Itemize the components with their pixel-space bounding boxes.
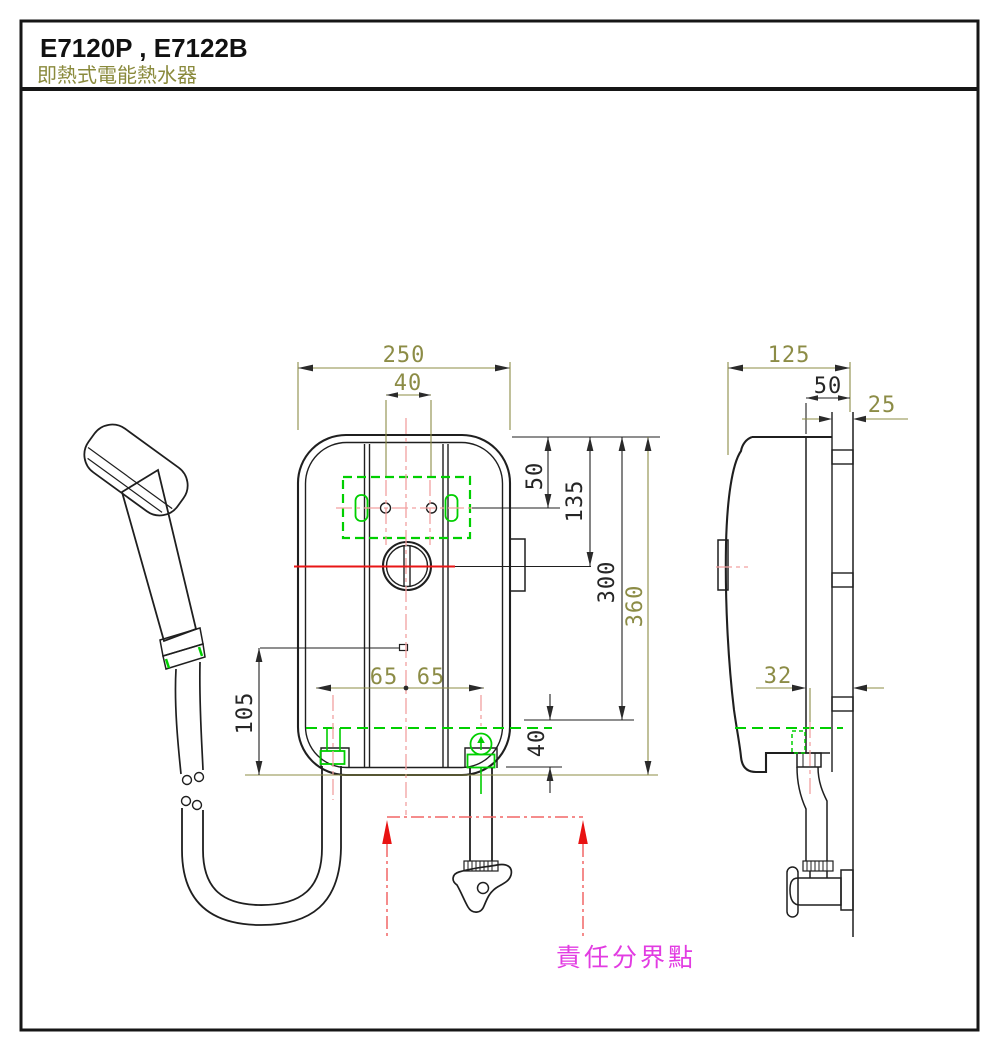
dimensions-front: 250 40 50 135 300 360 [233,343,660,793]
boundary-label: 責任分界點 [556,944,696,972]
dim-top-to-connection: 300 [595,561,620,604]
dim-outlet-offset: 65 [417,665,446,690]
outlet-fitting [466,732,496,794]
dim-body-height: 360 [623,585,648,628]
wall-rail [831,412,854,937]
dim-top-to-holes: 50 [523,462,548,491]
side-pipe-valve [766,752,854,918]
flow-arrow-icon [477,736,485,743]
dim-pipe-offset: 32 [764,664,793,689]
valve-handle [452,863,513,913]
boundary-arrow-right-icon [578,820,588,844]
shower-hose [174,661,342,926]
side-clip [509,538,526,592]
dim-inlet-offset: 65 [370,665,399,690]
dimensions-side: 125 50 25 32 [727,343,908,722]
sheet-border [19,19,980,1032]
shower-handle [83,423,206,670]
heater-body-outline [296,433,512,777]
product-name: 即熱式電能熱水器 [37,64,197,87]
boundary-arrow-left-icon [382,820,392,844]
side-view [716,412,854,937]
stop-valve [452,768,513,913]
side-fitting-green [791,730,806,754]
dim-hose-drop: 105 [233,692,258,735]
valve-lever [786,866,799,918]
model-numbers: E7120P , E7122B [40,33,248,63]
dim-body-width: 250 [383,343,426,368]
dim-body-depth: 125 [768,343,811,368]
dim-rail-width: 25 [868,393,897,418]
side-body-profile [724,436,797,774]
dim-bottom-clearance: 40 [525,729,550,758]
dim-top-to-switch: 135 [563,480,588,523]
indicator-window [398,643,409,652]
centerlines-front [332,418,482,815]
dim-hole-spacing: 40 [394,371,423,396]
title-block: E7120P , E7122B 即熱式電能熱水器 [37,33,248,87]
side-clip-profile [717,539,729,591]
hose-nut-mark-left [164,658,171,669]
dim-bracket-depth: 50 [814,374,843,399]
hose-nut-mark-right [197,646,204,657]
responsibility-boundary: 責任分界點 [382,816,696,972]
